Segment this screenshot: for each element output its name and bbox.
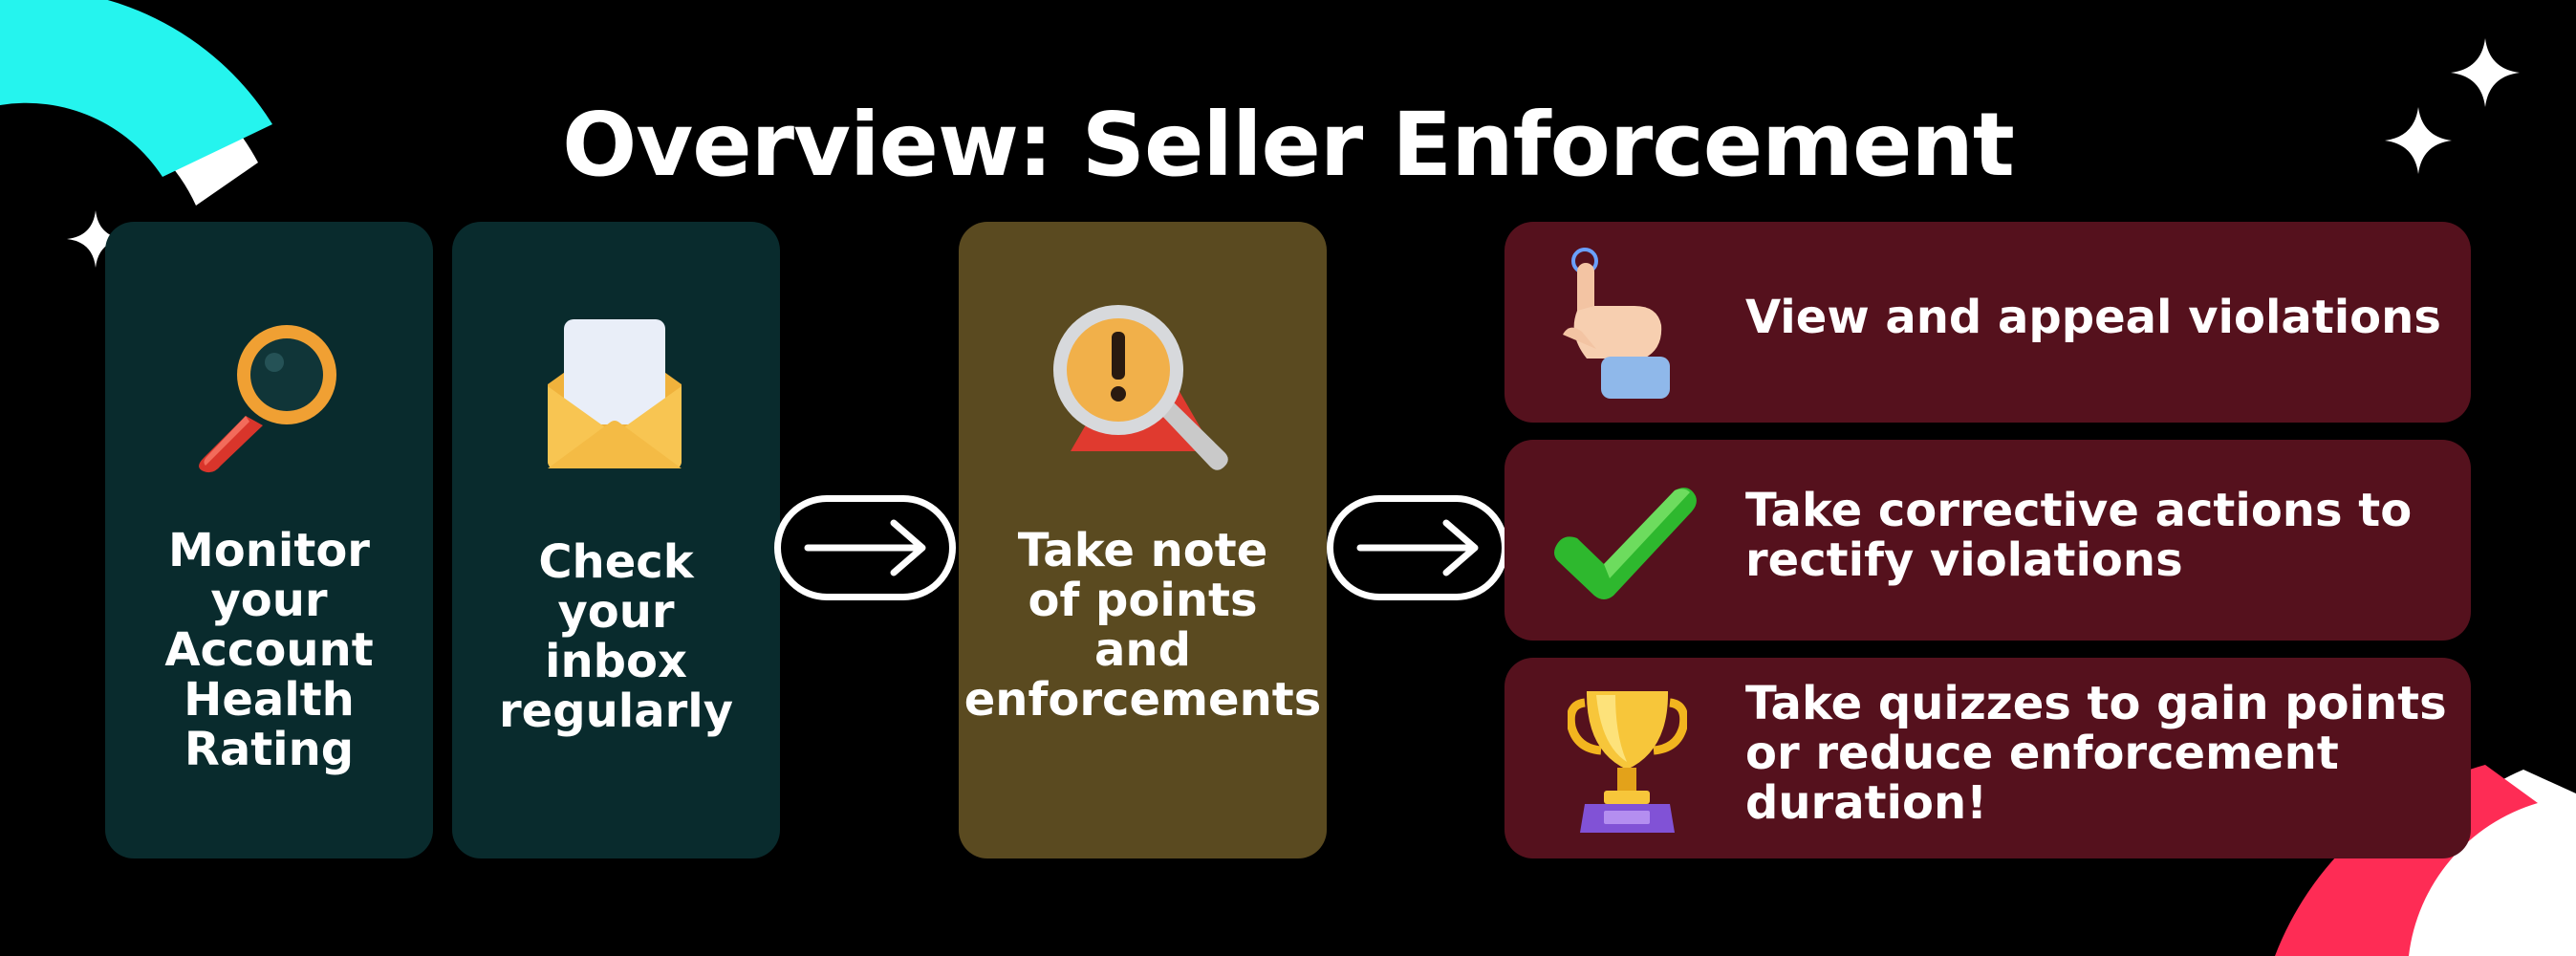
step-text-line: inbox xyxy=(545,635,687,688)
step-card-take-note: Take note of points and enforcements xyxy=(959,222,1327,858)
page-title: Overview: Seller Enforcement xyxy=(562,94,2015,196)
step-text-line: Health xyxy=(184,673,355,727)
action-text-line: Take corrective actions to xyxy=(1745,484,2413,537)
action-text-line: Take quizzes to gain points xyxy=(1745,677,2447,730)
step-card-monitor: Monitor your Account Health Rating xyxy=(105,222,433,858)
step-card-inbox: Check your inbox regularly xyxy=(452,222,780,858)
action-text-line: rectify violations xyxy=(1745,533,2183,587)
warning-magnifier-icon xyxy=(1047,298,1238,480)
flow-arrow xyxy=(774,495,956,600)
action-text-line: duration! xyxy=(1745,776,1988,830)
action-card-corrective xyxy=(1504,440,2471,641)
arrow-right-icon xyxy=(804,519,926,576)
step-text-line: Take note xyxy=(1017,524,1268,577)
step-text-line: of points xyxy=(1028,574,1258,627)
pointing-hand-icon xyxy=(1558,244,1692,402)
arrow-right-icon xyxy=(1356,519,1479,576)
magnifier-icon xyxy=(186,313,349,475)
step-text-line: Rating xyxy=(184,723,355,776)
step-text-line: and xyxy=(1094,623,1191,677)
action-text-line: View and appeal violations xyxy=(1745,291,2441,344)
step-text-line: Monitor xyxy=(168,524,370,577)
step-text-line: Check xyxy=(538,535,694,589)
step-text-line: enforcements xyxy=(963,673,1322,727)
checkmark-icon xyxy=(1550,483,1699,602)
trophy-icon xyxy=(1566,684,1689,836)
step-text-line: regularly xyxy=(498,684,733,738)
step-text-line: your xyxy=(210,574,328,627)
step-text-line: Account xyxy=(164,623,374,677)
step-text-line: your xyxy=(557,585,675,639)
action-text-line: or reduce enforcement xyxy=(1745,727,2339,780)
envelope-icon xyxy=(543,317,686,470)
flow-arrow xyxy=(1327,495,1508,600)
